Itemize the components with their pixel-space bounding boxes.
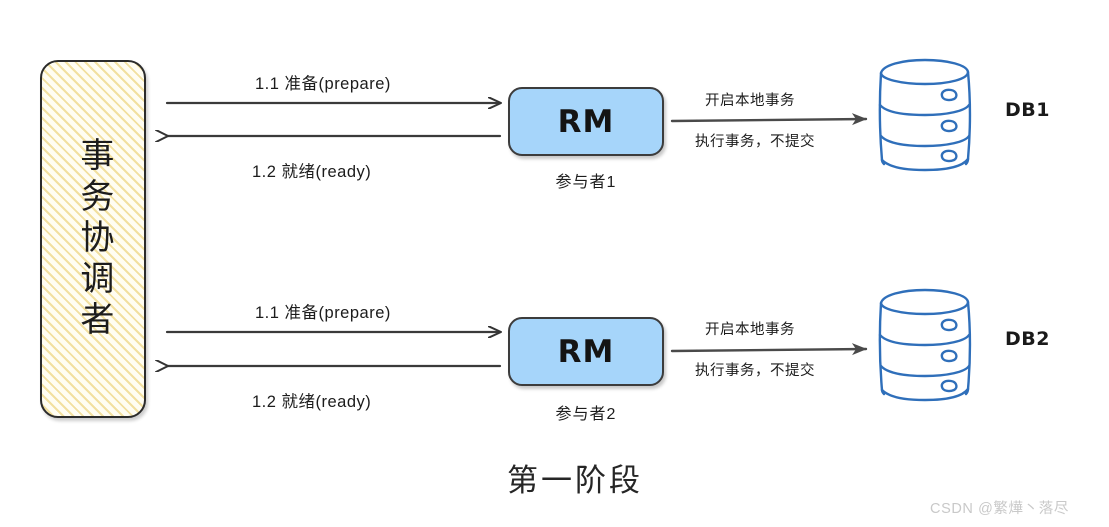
database-cylinder-db1 [878, 58, 972, 172]
arrow-rm-to-db-2 [670, 343, 868, 356]
arrow-label-ready-1: 1.2 就绪(ready) [252, 163, 372, 181]
db-action-label-top-1: 开启本地事务 [705, 93, 795, 109]
database-cylinder-db2 [878, 288, 972, 402]
database-name-db2: DB2 [1005, 328, 1050, 350]
resource-manager-label-2: RM [557, 333, 615, 370]
resource-manager-box-2[interactable]: RM [508, 317, 664, 386]
participant-caption-2: 参与者2 [555, 406, 617, 423]
arrow-label-ready-2: 1.2 就绪(ready) [252, 393, 372, 411]
arrow-rm-to-db-1 [670, 113, 868, 126]
transaction-coordinator-box[interactable]: 事务协调者 [40, 60, 146, 418]
transaction-coordinator-label: 事务协调者 [74, 136, 113, 342]
participant-caption-1: 参与者1 [555, 174, 617, 191]
arrow-label-prepare-1: 1.1 准备(prepare) [255, 75, 391, 93]
stage-title: 第一阶段 [507, 463, 643, 498]
db-action-label-bottom-2: 执行事务，不提交 [695, 363, 815, 379]
resource-manager-label-1: RM [557, 103, 615, 140]
csdn-watermark: CSDN @繁燁丶落尽 [930, 501, 1069, 517]
resource-manager-box-1[interactable]: RM [508, 87, 664, 156]
arrow-label-prepare-2: 1.1 准备(prepare) [255, 304, 391, 322]
db-action-label-top-2: 开启本地事务 [705, 322, 795, 338]
db-action-label-bottom-1: 执行事务，不提交 [695, 134, 815, 150]
database-name-db1: DB1 [1005, 99, 1050, 121]
